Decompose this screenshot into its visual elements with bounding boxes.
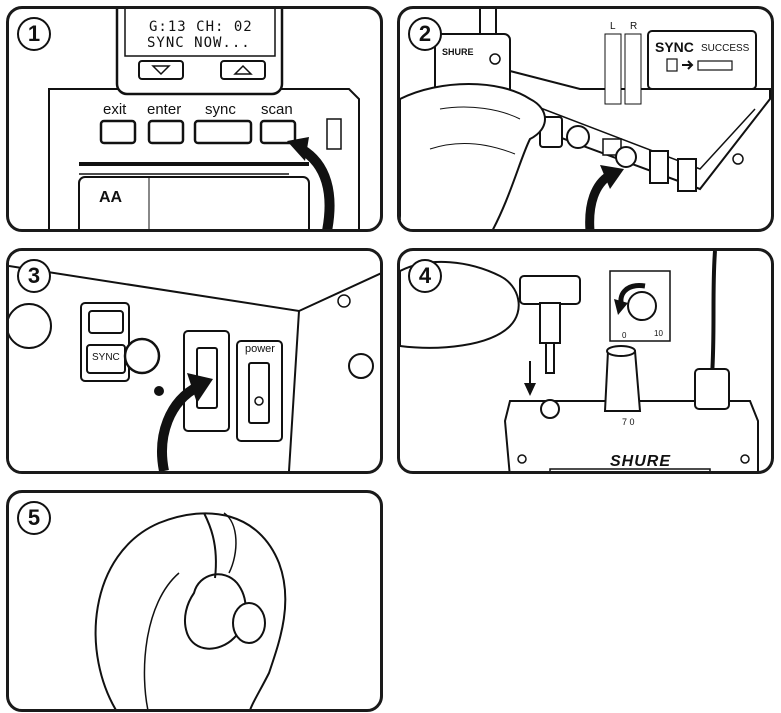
panel-step-1: 1 G:13 CH: 02 SYNC NOW... exit enter syn… — [6, 6, 383, 232]
sync-button-label: SYNC — [92, 352, 120, 363]
lcd-line-2: SYNC NOW... — [147, 35, 251, 51]
step-badge-3: 3 — [17, 259, 51, 293]
meter-label-l: L — [610, 21, 616, 32]
lcd-line-1: G:13 CH: 02 — [149, 19, 253, 35]
panel-step-2: 2 L R SYNC SUCCESS S — [397, 6, 774, 232]
brand-label: SHURE — [442, 47, 474, 57]
panel-step-4: 4 10 0 7 0 SHURE — [397, 248, 774, 474]
sync-status: SUCCESS — [701, 43, 749, 54]
arrow-curved-icon — [590, 175, 610, 231]
step-badge-5: 5 — [17, 501, 51, 535]
enter-label: enter — [147, 101, 181, 118]
meter-label-r: R — [630, 21, 637, 32]
battery-label: AA — [99, 189, 122, 207]
scale-label: 7 0 — [622, 417, 635, 427]
panel-step-3: 3 SYNC power — [6, 248, 383, 474]
sync-label: sync — [205, 101, 236, 118]
exit-label: exit — [103, 101, 126, 118]
step-badge-4: 4 — [408, 259, 442, 293]
scan-label: scan — [261, 101, 293, 118]
hand-icon — [400, 84, 545, 232]
step-badge-2: 2 — [408, 17, 442, 51]
knob-min-label: 0 — [622, 331, 626, 340]
knob-icon — [605, 351, 640, 411]
receiver-power-illustration — [9, 251, 383, 474]
earphone-fit-illustration — [9, 493, 383, 712]
power-label: power — [245, 343, 275, 355]
knob-max-label: 10 — [654, 329, 663, 338]
sync-title: SYNC — [655, 39, 694, 55]
bodypack-connect-illustration — [400, 251, 774, 474]
step-badge-1: 1 — [17, 17, 51, 51]
panel-step-5: 5 — [6, 490, 383, 712]
brand-label: SHURE — [610, 453, 671, 471]
